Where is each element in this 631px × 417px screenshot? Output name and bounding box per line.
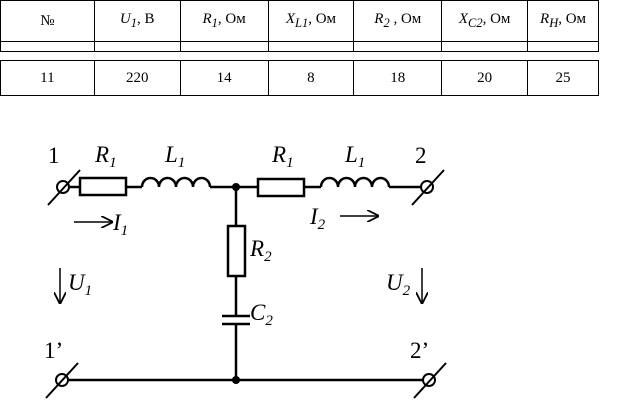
terminal-1 [47, 169, 81, 206]
header-r1: R1, Ом [179, 0, 269, 42]
parameter-table: № U1, В R1, Ом XL1, Ом R2 , Ом XC2, Ом R… [0, 0, 599, 96]
terminal-2-prime [413, 362, 447, 399]
node-label-1: 1 [48, 143, 60, 168]
header-rn: RН, Ом [527, 0, 599, 42]
cell-xc2: 20 [441, 60, 529, 96]
node-label-2-prime: 2’ [410, 338, 429, 363]
table-gap-row [0, 51, 599, 61]
header-number: № [0, 0, 95, 42]
header-xc2: XC2, Ом [441, 0, 529, 42]
resistor-r2 [226, 224, 247, 278]
label-r1-right: R1 [271, 142, 294, 171]
cell-r2: 18 [353, 60, 443, 96]
cell-number: 11 [0, 60, 95, 96]
node-label-1-prime: 1’ [44, 338, 63, 363]
header-xl1: XL1, Ом [267, 0, 355, 42]
table-header-row: № U1, В R1, Ом XL1, Ом R2 , Ом XC2, Ом R… [0, 0, 599, 42]
label-u1: U1 [68, 270, 92, 299]
circuit-diagram: 1 2 1’ 2’ R1 L1 R1 L1 R2 C2 I1 I2 U1 U2 [44, 142, 447, 399]
cell-u1: 220 [93, 60, 181, 96]
header-r2: R2 , Ом [353, 0, 443, 42]
terminal-1-prime [45, 362, 79, 399]
table-cut-row [0, 41, 599, 52]
table-row: 11 220 14 8 18 20 25 [0, 60, 599, 96]
header-u1: U1, В [93, 0, 181, 42]
inductor-l1-right [319, 176, 391, 188]
label-u2: U2 [386, 270, 411, 299]
label-l1-right: L1 [344, 142, 365, 171]
label-r1-left: R1 [94, 142, 117, 171]
junction-top [232, 183, 240, 191]
label-i2: I2 [309, 204, 326, 233]
node-label-2: 2 [415, 143, 427, 168]
cell-rn: 25 [527, 60, 599, 96]
label-i1: I1 [112, 210, 128, 239]
label-c2: C2 [250, 300, 273, 329]
resistor-r1-right [256, 177, 306, 198]
junction-bottom [232, 376, 240, 384]
cell-r1: 14 [179, 60, 269, 96]
cell-xl1: 8 [267, 60, 355, 96]
terminal-2 [411, 169, 445, 206]
resistor-r1-left [78, 176, 128, 197]
label-l1-left: L1 [164, 142, 185, 171]
inductor-l1-left [140, 176, 212, 188]
label-r2: R2 [249, 236, 272, 265]
